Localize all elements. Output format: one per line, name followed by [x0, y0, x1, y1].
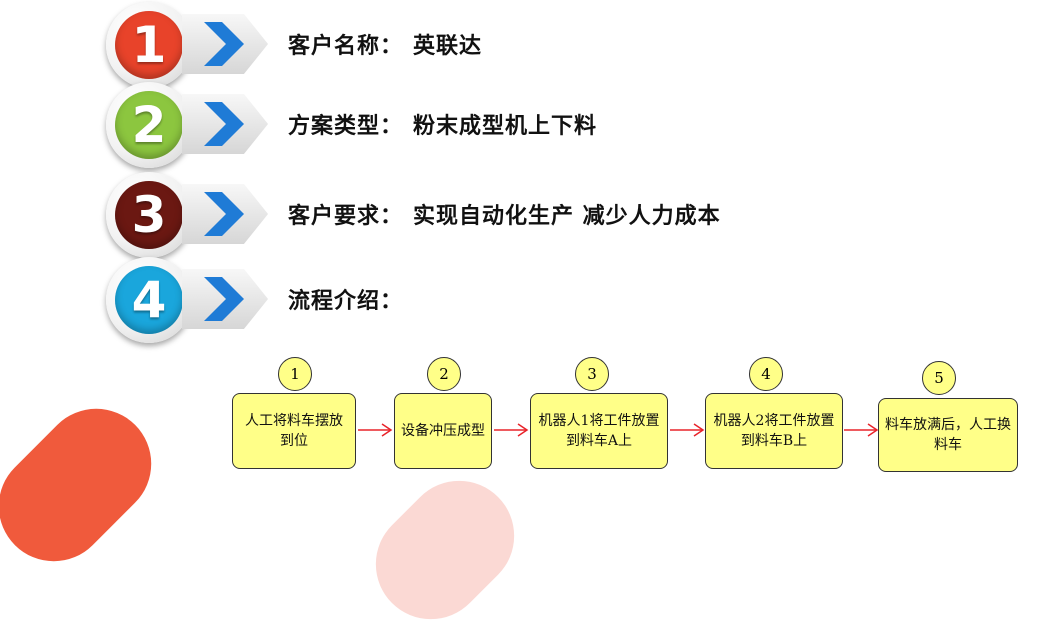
step-number-3: 3 [575, 357, 609, 391]
badge-number-4: 4 [115, 266, 183, 334]
info-item-2: 2 方案类型： 粉末成型机上下料 [100, 80, 1000, 170]
badge-number-2: 2 [115, 91, 183, 159]
decorative-pink-shape [353, 458, 537, 642]
badge-number-1: 1 [115, 11, 183, 79]
step-box-5: 料车放满后，人工换料车 [878, 398, 1018, 472]
chevron-arrow-icon [182, 14, 268, 74]
info-item-text-3: 客户要求： 实现自动化生产 减少人力成本 [288, 198, 721, 230]
info-label: 客户要求： [288, 204, 404, 229]
flow-arrow-2 [494, 423, 529, 437]
chevron-arrow-icon [182, 94, 268, 154]
step-number-2: 2 [427, 357, 461, 391]
info-item-4: 4 流程介绍： [100, 255, 1000, 345]
number-badge-2: 2 [100, 80, 280, 170]
info-label: 客户名称： [288, 34, 404, 59]
step-number-4: 4 [749, 357, 783, 391]
badge-number-3: 3 [115, 181, 183, 249]
flow-arrow-4 [844, 423, 879, 437]
decorative-red-shape [0, 386, 174, 584]
info-item-text-1: 客户名称： 英联达 [288, 28, 482, 60]
info-item-text-2: 方案类型： 粉末成型机上下料 [288, 108, 597, 140]
info-value: 英联达 [413, 34, 483, 59]
number-badge-3: 3 [100, 170, 280, 260]
step-number-1: 1 [278, 357, 312, 391]
step-box-3: 机器人1将工件放置到料车A上 [530, 393, 668, 469]
info-item-1: 1 客户名称： 英联达 [100, 0, 1000, 90]
flow-arrow-3 [670, 423, 705, 437]
number-badge-4: 4 [100, 255, 280, 345]
info-value: 实现自动化生产 减少人力成本 [413, 204, 721, 229]
chevron-arrow-icon [182, 184, 268, 244]
step-number-5: 5 [922, 361, 956, 395]
info-item-3: 3 客户要求： 实现自动化生产 减少人力成本 [100, 170, 1000, 260]
info-label: 流程介绍： [288, 289, 404, 314]
info-value: 粉末成型机上下料 [413, 114, 598, 139]
chevron-arrow-icon [182, 269, 268, 329]
step-box-1: 人工将料车摆放到位 [232, 393, 356, 469]
step-box-4: 机器人2将工件放置到料车B上 [705, 393, 843, 469]
step-box-2: 设备冲压成型 [394, 393, 492, 469]
info-item-text-4: 流程介绍： [288, 283, 413, 315]
flow-arrow-1 [358, 423, 393, 437]
info-label: 方案类型： [288, 114, 404, 139]
number-badge-1: 1 [100, 0, 280, 90]
